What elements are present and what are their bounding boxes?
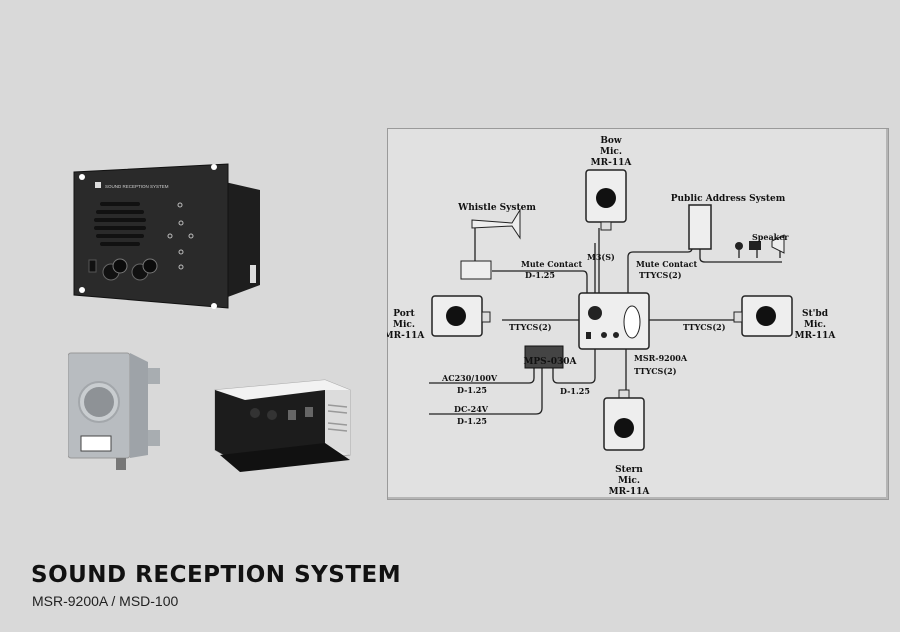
diagram-label: DC-24V [454, 404, 489, 414]
diagram-label: D-1.25 [525, 270, 555, 280]
diagram-label: Mute Contact [521, 259, 583, 269]
bow-mic-icon [585, 169, 627, 231]
diagram-label: MPS-030A [523, 357, 577, 367]
diagram-label: Public Address System [671, 194, 786, 204]
port-mic-icon [431, 295, 491, 337]
speaker-icon [735, 242, 743, 250]
diagram-label: D-1.25 [457, 416, 487, 426]
diagram-label: Bow [600, 136, 622, 146]
diagram-label: Speaker [752, 232, 789, 242]
diagram-label: TTYCS(2) [639, 270, 682, 280]
diagram-label: M3(S) [587, 252, 615, 262]
diagram-label: Mic. [393, 320, 415, 330]
diagram-label: AC230/100V [441, 373, 498, 383]
diagram-label: D-1.25 [560, 386, 590, 396]
pa-rack-icon [688, 204, 712, 250]
diagram-label: Mic. [618, 476, 640, 486]
diagram-label: Whistle System [457, 203, 536, 213]
panel-unit-photo: SOUND RECEPTION SYSTEM [73, 163, 260, 309]
power-supply-icon [524, 345, 564, 369]
diagram-label: TTYCS(2) [683, 322, 726, 332]
model-numbers: MSR-9200A / MSD-100 [32, 593, 179, 609]
diagram-label: MR-11A [609, 487, 651, 497]
diagram-label: MR-11A [387, 331, 425, 341]
diagram-label: Mute Contact [636, 259, 698, 269]
diagram-label: D-1.25 [457, 385, 487, 395]
diagram-label: TTYCS(2) [509, 322, 552, 332]
panel-label: SOUND RECEPTION SYSTEM [105, 184, 169, 189]
system-diagram-lines: Bow Mic. MR-11A Port Mic. MR-11A St'bd M… [387, 136, 837, 497]
diagram-label: MR-11A [591, 158, 633, 168]
diagram-label: Stern [615, 465, 643, 475]
power-supply-unit-photo [214, 379, 351, 472]
stern-mic-icon [603, 389, 645, 451]
whistle-horn-icon [471, 208, 521, 240]
whistle-controller-icon [460, 260, 492, 280]
diagram-label: Port [393, 309, 415, 319]
diagram-label: MR-11A [795, 331, 837, 341]
diagram-label: Mic. [600, 147, 622, 157]
diagram-label: St'bd [802, 309, 829, 319]
diagram-label: MSR-9200A [634, 353, 688, 363]
diagram-label: TTYCS(2) [634, 366, 677, 376]
loudspeaker-horn-icon [771, 234, 785, 254]
page-title: SOUND RECEPTION SYSTEM [31, 562, 402, 588]
stbd-mic-icon [733, 295, 793, 337]
speaker-box-icon [749, 241, 761, 250]
microphone-unit-photo [68, 352, 160, 470]
diagram-label: Mic. [804, 320, 826, 330]
